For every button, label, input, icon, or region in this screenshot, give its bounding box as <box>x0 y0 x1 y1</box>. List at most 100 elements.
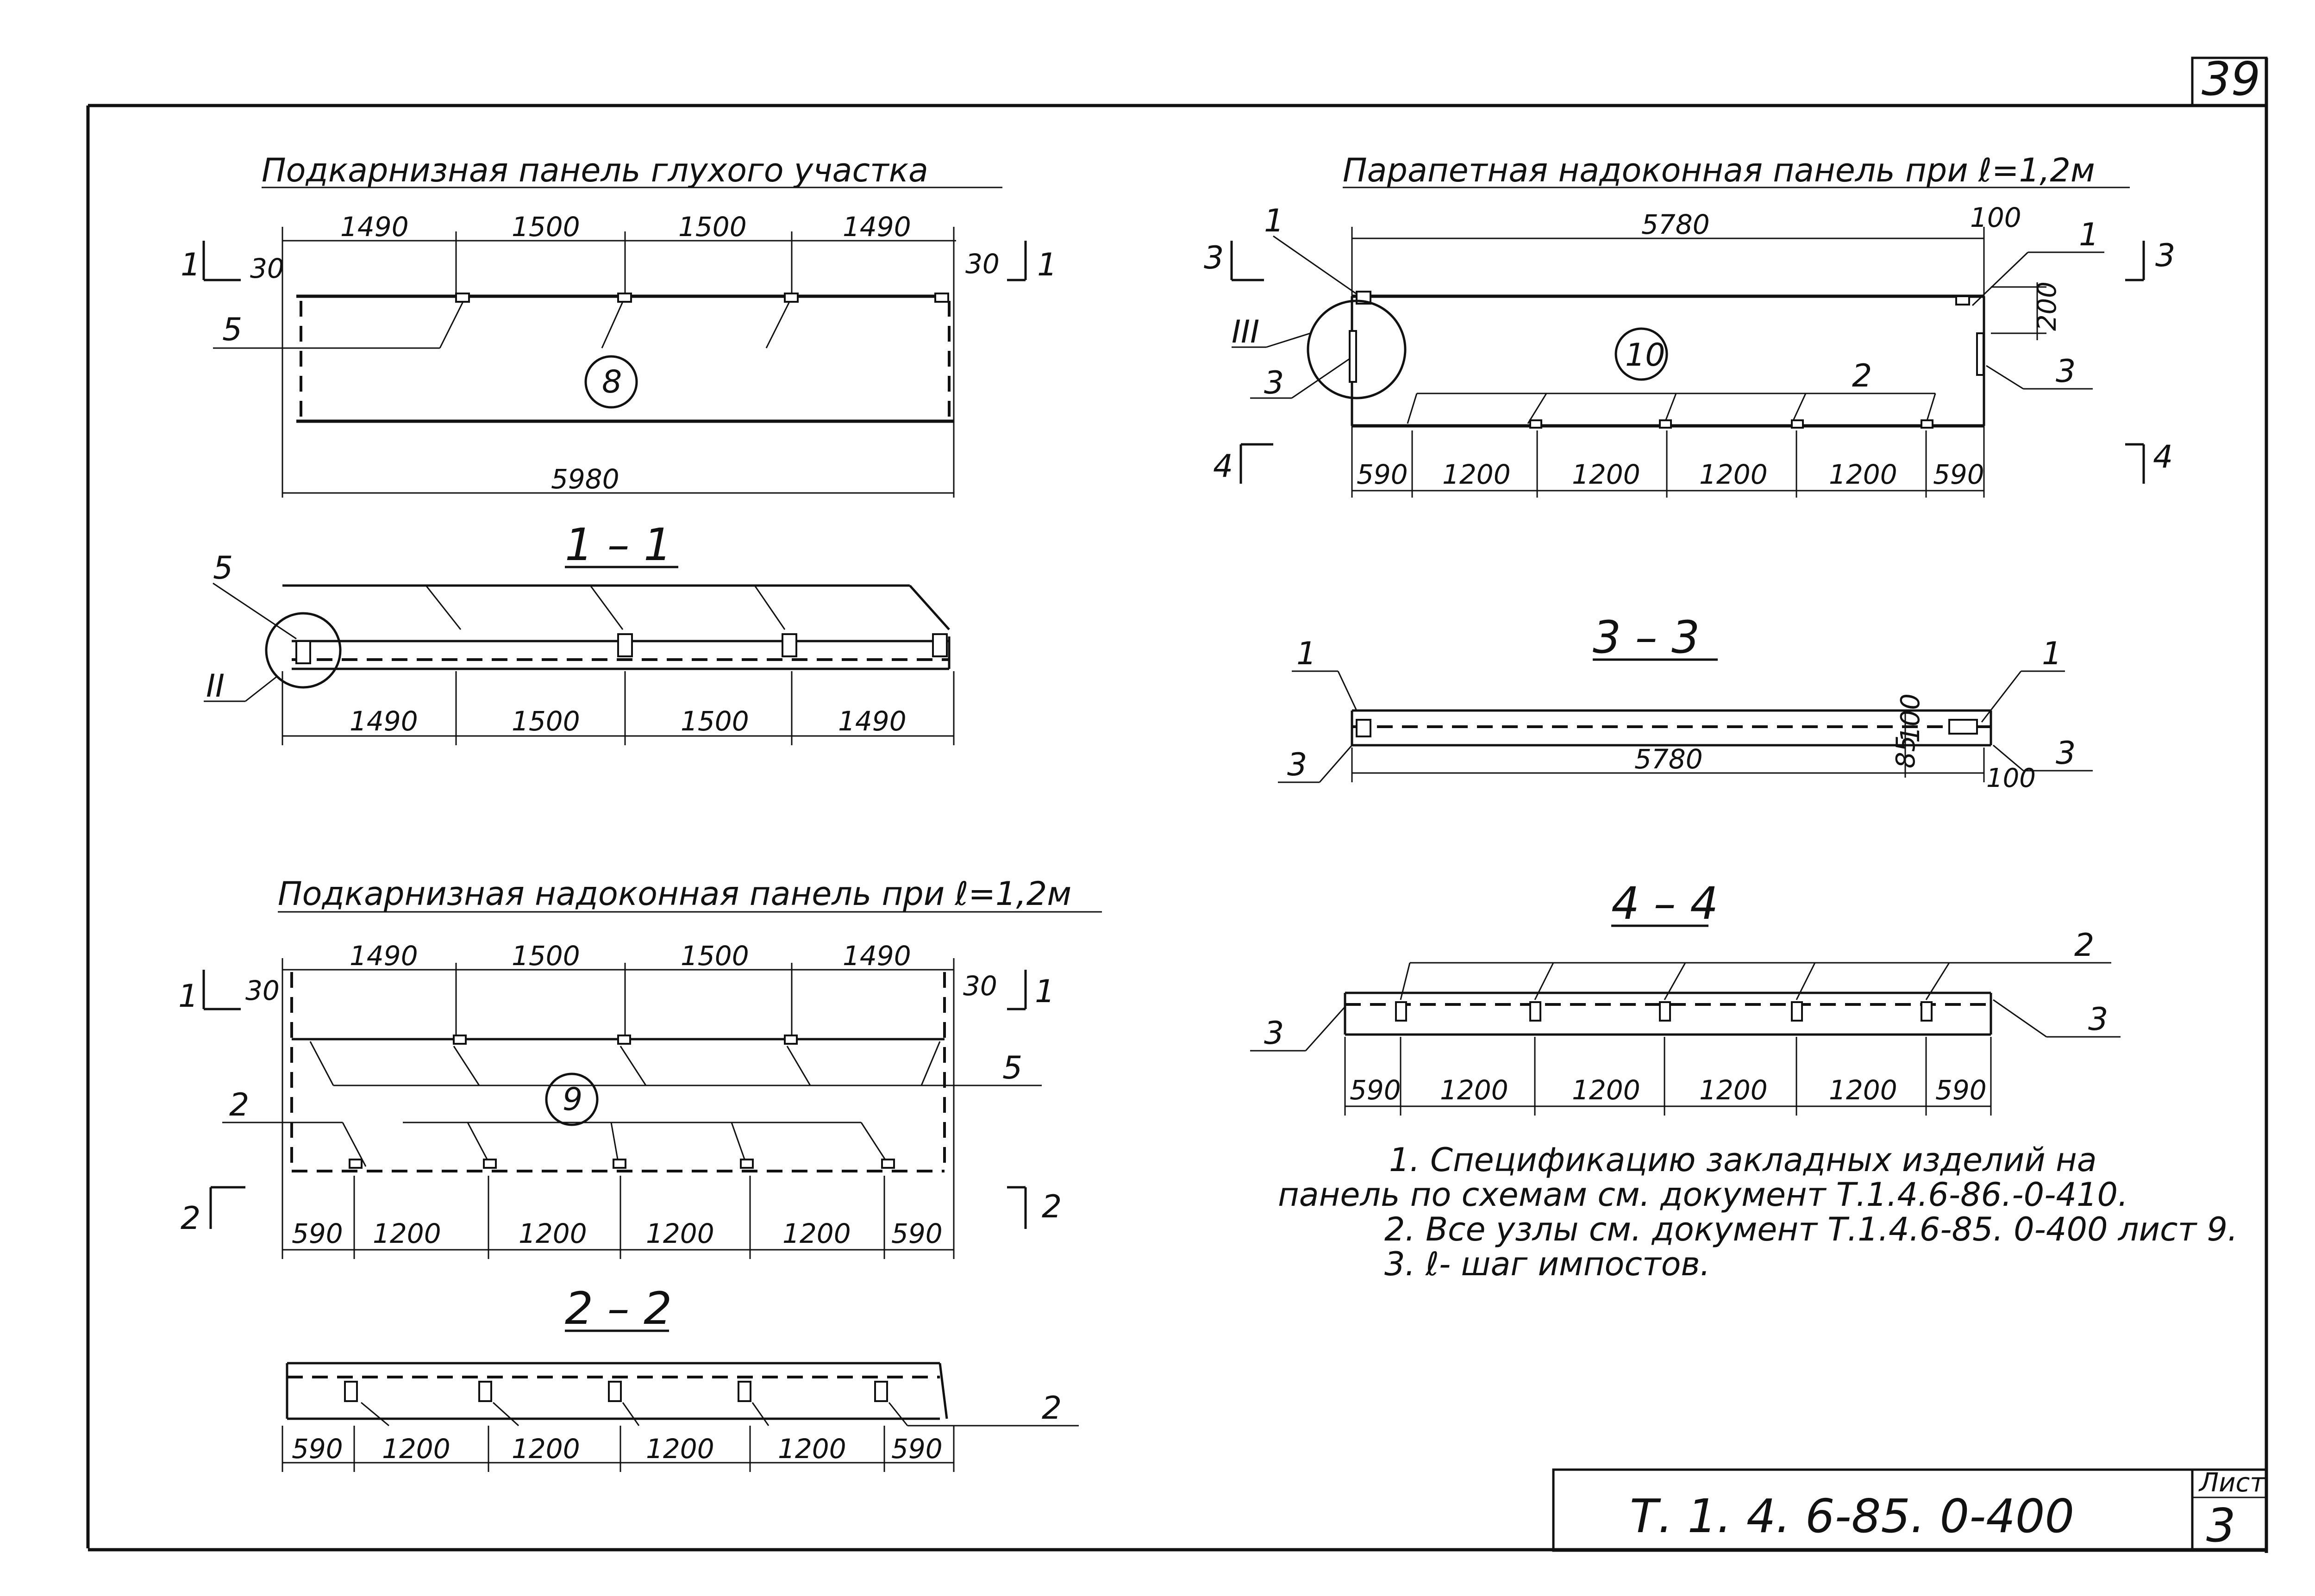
section-2-2-dim-4: 1200 <box>646 1433 714 1465</box>
sheet-number: 3 <box>2206 1498 2236 1552</box>
view-b-cut-2-left: 2 <box>181 1200 200 1237</box>
section-3-3-dim-100b: 100 <box>1986 763 2036 793</box>
view-b-cut-1-left: 1 <box>178 978 198 1015</box>
view-b-cut-1-right: 1 <box>1035 973 1055 1010</box>
section-1-1: 1 – 1 5 II 1490 1500 1500 1490 <box>204 519 955 745</box>
view-c-lead-2: 2 <box>1852 358 1872 394</box>
view-b-cut-2-right: 2 <box>1042 1189 1062 1225</box>
view-b-dim-4: 1490 <box>843 940 911 972</box>
view-c-node: III <box>1232 314 1259 350</box>
view-b-dim-1: 1490 <box>350 940 418 972</box>
section-4-4-dim-2: 1200 <box>1440 1074 1508 1106</box>
note-2: 2. Все узлы см. документ Т.1.4.6-85. 0-4… <box>1384 1210 2238 1248</box>
section-2-2-dim-6: 590 <box>891 1433 943 1465</box>
view-c-bdim-6: 590 <box>1933 459 1984 490</box>
view-c-title: Парапетная надоконная панель при ℓ=1,2м <box>1343 151 2095 189</box>
section-2-2: 2 – 2 2 590 1200 1200 1200 1200 590 <box>282 1283 1079 1472</box>
view-a-panel-mark: 8 <box>602 364 622 400</box>
drawing-frame <box>86 56 2268 1553</box>
view-b-dim-right: 30 <box>963 970 997 1002</box>
section-2-2-dim-2: 1200 <box>382 1433 450 1465</box>
section-4-4: 4 – 4 2 3 3 590 1200 1200 1 <box>1250 878 2121 1116</box>
view-c-bdim-4: 1200 <box>1699 459 1768 490</box>
note-1: 1. Спецификацию закладных изделий на <box>1389 1141 2097 1179</box>
sheet-label: Лист <box>2198 1468 2265 1498</box>
view-c-cut-3-right: 3 <box>2155 237 2175 274</box>
view-c-lead-1-left: 1 <box>1264 203 1284 239</box>
section-1-1-dim-4: 1490 <box>838 705 907 737</box>
view-c-lead-3-right: 3 <box>2056 353 2076 390</box>
view-c: Парапетная надоконная панель при ℓ=1,2м … <box>1204 151 2175 498</box>
view-b-bdim-3: 1200 <box>519 1218 587 1249</box>
view-b-lead-5: 5 <box>1002 1050 1022 1086</box>
section-1-1-dim-2: 1500 <box>512 705 580 737</box>
view-a-title: Подкарнизная панель глухого участка <box>262 151 928 189</box>
view-a-dim-2: 1500 <box>512 211 580 243</box>
view-c-dim-200: 200 <box>2032 281 2062 331</box>
view-b-bdim-4: 1200 <box>646 1218 714 1249</box>
section-4-4-dim-5: 1200 <box>1829 1074 1897 1106</box>
notes: 1. Спецификацию закладных изделий на пан… <box>1278 1141 2238 1283</box>
view-a-dim-3: 1500 <box>678 211 747 243</box>
section-1-1-dim-3: 1500 <box>681 705 749 737</box>
view-c-cut-3-left: 3 <box>1204 240 1224 276</box>
view-a-cut-right: 1 <box>1037 247 1057 283</box>
section-1-1-node: II <box>206 668 225 704</box>
section-4-4-title: 4 – 4 <box>1611 878 1718 929</box>
section-4-4-dim-1: 590 <box>1350 1074 1401 1106</box>
section-3-3-lead-3-left: 3 <box>1287 747 1307 783</box>
section-4-4-lead-2: 2 <box>2074 927 2094 964</box>
view-b-panel-mark: 9 <box>563 1081 582 1118</box>
note-3: 3. ℓ- шаг импостов. <box>1384 1245 1710 1283</box>
section-3-3-title: 3 – 3 <box>1593 611 1700 663</box>
view-b-bdim-1: 590 <box>292 1218 343 1249</box>
section-2-2-lead-2: 2 <box>1042 1390 1062 1427</box>
section-4-4-lead-3-right: 3 <box>2088 1001 2108 1038</box>
view-b-bdim-2: 1200 <box>373 1218 441 1249</box>
section-1-1-dim-1: 1490 <box>350 705 418 737</box>
view-c-bdim-3: 1200 <box>1572 459 1640 490</box>
section-3-3-lead-1-left: 1 <box>1296 636 1316 672</box>
view-a-dim-1: 1490 <box>340 211 409 243</box>
section-3-3: 3 – 3 1 1 3 3 5780 85 100 100 <box>1278 611 2093 793</box>
section-2-2-dim-5: 1200 <box>778 1433 846 1465</box>
section-2-2-dim-1: 590 <box>292 1433 343 1465</box>
view-c-dim-end: 100 <box>1970 202 2021 233</box>
view-c-dim-overall: 5780 <box>1641 209 1710 240</box>
section-4-4-dim-4: 1200 <box>1699 1074 1768 1106</box>
view-b-dim-left: 30 <box>245 975 280 1006</box>
view-a-dim-overall: 5980 <box>551 463 619 495</box>
section-3-3-lead-1-right: 1 <box>2042 636 2062 672</box>
view-a-dim-left: 30 <box>250 253 284 284</box>
section-3-3-dim-overall: 5780 <box>1634 743 1703 775</box>
section-4-4-lead-3-left: 3 <box>1264 1015 1284 1052</box>
view-c-bdim-2: 1200 <box>1442 459 1511 490</box>
view-b-lead-2: 2 <box>229 1087 249 1123</box>
view-a-dim-4: 1490 <box>843 211 911 243</box>
view-c-lead-1-right: 1 <box>2079 217 2099 253</box>
view-b-dim-2: 1500 <box>512 940 580 972</box>
view-b-title: Подкарнизная надоконная панель при ℓ=1,2… <box>278 875 1071 913</box>
view-b-dim-3: 1500 <box>681 940 749 972</box>
view-c-lead-3-left: 3 <box>1264 365 1284 401</box>
view-c-cut-4-left: 4 <box>1213 448 1233 485</box>
doc-code: Т. 1. 4. 6-85. 0-400 <box>1630 1489 2074 1543</box>
view-a-dim-right: 30 <box>965 248 1000 280</box>
view-c-cut-4-right: 4 <box>2153 439 2173 475</box>
section-3-3-dim-100a: 100 <box>1896 693 1926 743</box>
section-2-2-title: 2 – 2 <box>565 1283 672 1334</box>
section-3-3-dim-85: 85 <box>1891 736 1921 768</box>
view-b-bdim-6: 590 <box>891 1218 943 1249</box>
section-4-4-dim-6: 590 <box>1935 1074 1987 1106</box>
section-1-1-lead-5: 5 <box>213 550 233 586</box>
section-4-4-dim-3: 1200 <box>1572 1074 1640 1106</box>
view-a-cut-left: 1 <box>181 247 200 283</box>
view-c-bdim-1: 590 <box>1357 459 1408 490</box>
section-2-2-dim-3: 1200 <box>512 1433 580 1465</box>
section-3-3-lead-3-right: 3 <box>2056 735 2076 772</box>
section-1-1-title: 1 – 1 <box>565 519 672 571</box>
view-a: Подкарнизная панель глухого участка 1490… <box>181 151 1057 498</box>
view-a-lead-5: 5 <box>222 312 242 348</box>
view-c-panel-mark: 10 <box>1625 337 1665 374</box>
